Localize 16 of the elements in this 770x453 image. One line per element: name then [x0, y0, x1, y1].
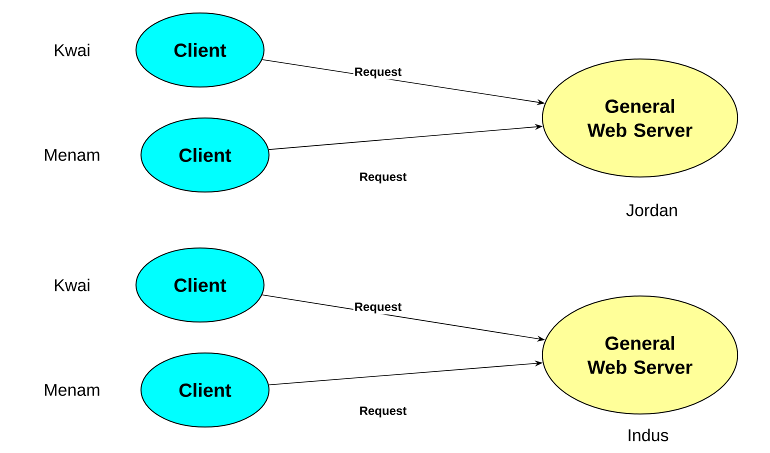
- host-label: Indus: [628, 428, 668, 442]
- host-label: Kwai: [54, 44, 90, 56]
- host-label: Menam: [45, 149, 100, 161]
- ellipse-node: Client: [140, 352, 270, 428]
- ellipse-node: Client: [140, 118, 270, 192]
- edge-label: Request: [353, 302, 403, 314]
- ellipse-node: General Web Server: [542, 58, 738, 178]
- host-label: Kwai: [54, 278, 90, 292]
- ellipse-node: Client: [136, 12, 264, 88]
- edge-label: Request: [358, 172, 408, 184]
- ellipse-node: General Web Server: [542, 296, 738, 414]
- edge-label: Request: [353, 66, 403, 80]
- edge-label: Request: [358, 406, 408, 418]
- ellipse-node: Client: [136, 248, 264, 322]
- host-label: Jordan: [626, 204, 677, 216]
- host-label: Menam: [45, 384, 100, 396]
